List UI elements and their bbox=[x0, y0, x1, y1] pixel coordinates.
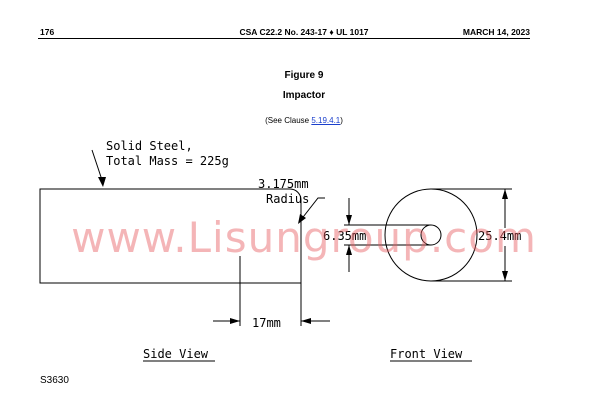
header-rule bbox=[38, 38, 530, 39]
clause-link[interactable]: 5.19.4.1 bbox=[311, 116, 341, 125]
side-view-body bbox=[39, 188, 302, 284]
header-date: MARCH 14, 2023 bbox=[462, 27, 530, 37]
standard-title: CSA C22.2 No. 243-17 ♦ UL 1017 bbox=[239, 27, 369, 37]
figure-number: Figure 9 bbox=[284, 70, 324, 81]
radius-leader-arrow bbox=[298, 214, 306, 224]
radius-label-line2: Radius bbox=[266, 192, 309, 206]
front-view-inner-circle bbox=[420, 224, 442, 246]
radius-label-line1: 3.175mm bbox=[258, 177, 309, 191]
material-label-line2: Total Mass = 225g bbox=[106, 154, 229, 168]
page-number: 176 bbox=[40, 27, 55, 37]
front-view-outer-circle bbox=[384, 188, 478, 282]
radius-leader bbox=[299, 197, 325, 222]
material-label-line1: Solid Steel, bbox=[106, 139, 193, 153]
outer-dimension-label: 25.4mm bbox=[478, 229, 521, 243]
clause-reference-suffix: ) bbox=[340, 116, 343, 125]
inner-arrow-top bbox=[346, 215, 352, 225]
length-arrow-right bbox=[301, 318, 311, 324]
length-dimension-label: 17mm bbox=[252, 316, 281, 330]
inner-dimension-label: 6.35mm bbox=[323, 229, 366, 243]
figure-title: Impactor bbox=[282, 90, 326, 101]
side-view-label: Side View bbox=[143, 347, 209, 361]
clause-reference-prefix: (See Clause bbox=[265, 116, 312, 125]
drawing-code: S3630 bbox=[40, 375, 69, 386]
clause-reference: (See Clause 5.19.4.1) bbox=[0, 116, 608, 125]
material-leader-arrow bbox=[98, 177, 106, 187]
outer-arrow-top bbox=[502, 189, 508, 199]
outer-arrow-bottom bbox=[502, 271, 508, 281]
length-arrow-left bbox=[230, 318, 240, 324]
front-view-label: Front View bbox=[390, 347, 463, 361]
inner-arrow-bottom bbox=[346, 245, 352, 255]
